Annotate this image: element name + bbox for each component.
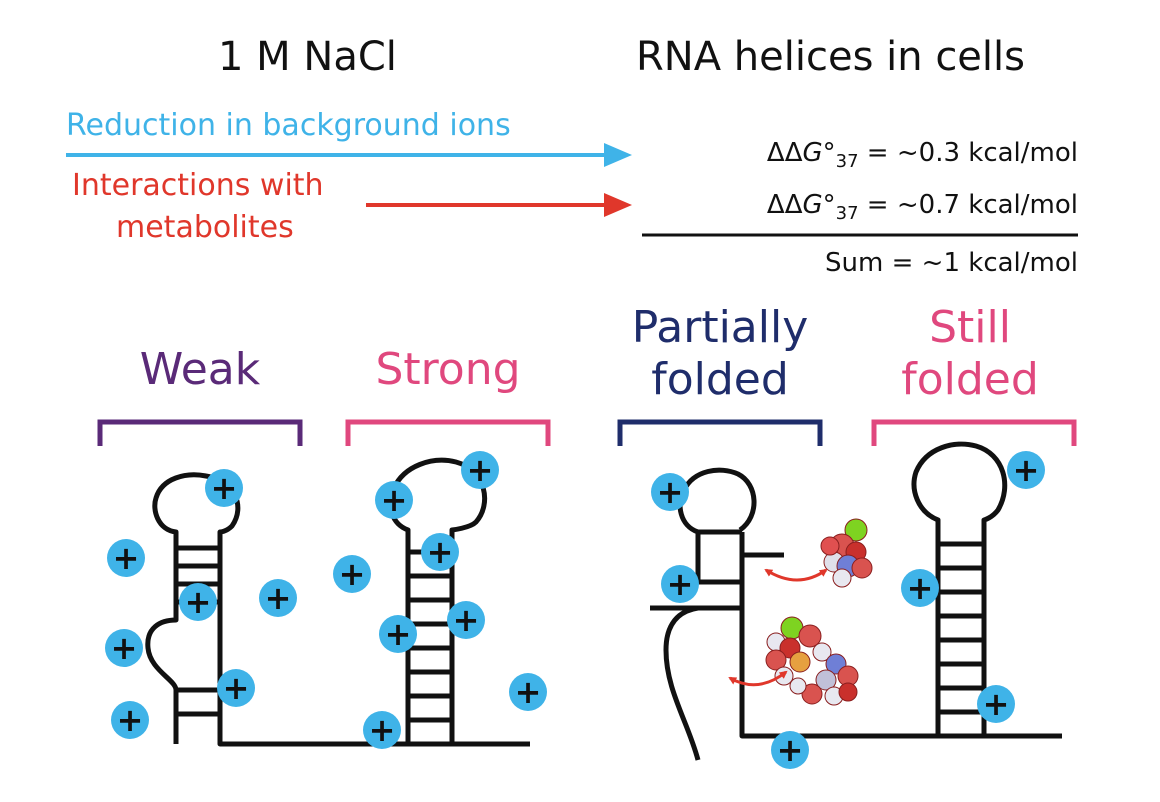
metabolite-molecule-2 bbox=[765, 616, 859, 706]
svg-text:+: + bbox=[657, 473, 684, 511]
eq2-degree: ° bbox=[822, 190, 836, 220]
label-reduction-ions: Reduction in background ions bbox=[66, 108, 511, 143]
svg-text:+: + bbox=[907, 569, 934, 607]
label-interactions-metabolites-line2: metabolites bbox=[116, 210, 294, 245]
svg-text:+: + bbox=[1013, 451, 1040, 489]
eq1-value: = ~0.3 kcal/mol bbox=[858, 138, 1078, 168]
title-rna-helices-in-cells: RNA helices in cells bbox=[636, 34, 1025, 80]
cation-icon: + bbox=[205, 469, 243, 507]
cation-icon: + bbox=[111, 701, 149, 739]
svg-text:+: + bbox=[117, 701, 144, 739]
bracket-weak bbox=[97, 419, 303, 446]
cation-icon: + bbox=[661, 565, 699, 603]
eq2-value: = ~0.7 kcal/mol bbox=[858, 190, 1078, 220]
cation-icon: + bbox=[977, 685, 1015, 723]
bracket-still-folded bbox=[871, 419, 1077, 446]
eq1-degree: ° bbox=[822, 138, 836, 168]
partial-line1: Partially bbox=[631, 302, 809, 353]
cation-icon: + bbox=[179, 583, 217, 621]
svg-text:+: + bbox=[453, 601, 480, 639]
cation-icon: + bbox=[1007, 451, 1045, 489]
cation-icon: + bbox=[651, 473, 689, 511]
svg-text:+: + bbox=[185, 583, 212, 621]
cation-icon: + bbox=[421, 533, 459, 571]
svg-text:+: + bbox=[111, 629, 138, 667]
cation-icon: + bbox=[259, 579, 297, 617]
still-line1: Still bbox=[929, 302, 1011, 353]
cation-icon: + bbox=[363, 711, 401, 749]
svg-text:+: + bbox=[265, 579, 292, 617]
cation-icon: + bbox=[107, 539, 145, 577]
equation-sum: Sum = ~1 kcal/mol bbox=[825, 248, 1078, 278]
cation-icon: + bbox=[901, 569, 939, 607]
svg-text:+: + bbox=[211, 469, 238, 507]
svg-text:+: + bbox=[113, 539, 140, 577]
svg-text:+: + bbox=[369, 711, 396, 749]
svg-text:+: + bbox=[515, 673, 542, 711]
svg-text:+: + bbox=[339, 555, 366, 593]
cation-icon: + bbox=[333, 555, 371, 593]
still-line2: folded bbox=[901, 354, 1039, 405]
arrow-metabolites bbox=[366, 193, 632, 217]
cation-icon: + bbox=[379, 615, 417, 653]
rna-hairpin-cells bbox=[650, 441, 1062, 761]
cation-icon: + bbox=[461, 451, 499, 489]
cation-icon: + bbox=[375, 481, 413, 519]
eq2-prefix: ΔΔ bbox=[766, 190, 803, 220]
svg-text:+: + bbox=[777, 731, 804, 769]
category-strong: Strong bbox=[375, 344, 521, 395]
category-partially-folded: Partially folded bbox=[600, 302, 840, 406]
svg-text:+: + bbox=[667, 565, 694, 603]
svg-text:+: + bbox=[385, 615, 412, 653]
svg-text:+: + bbox=[467, 451, 494, 489]
eq1-prefix: ΔΔ bbox=[766, 138, 803, 168]
cation-icon: + bbox=[509, 673, 547, 711]
category-weak: Weak bbox=[139, 344, 261, 395]
partial-line2: folded bbox=[651, 354, 789, 405]
cation-icon: + bbox=[105, 629, 143, 667]
bracket-strong bbox=[345, 419, 551, 446]
label-interactions-metabolites-line1: Interactions with bbox=[72, 168, 324, 203]
equation-metabolites: ΔΔG°37 = ~0.7 kcal/mol bbox=[767, 190, 1078, 224]
eq1-g: G bbox=[802, 138, 823, 168]
eq2-g: G bbox=[802, 190, 823, 220]
metabolite-molecule-1 bbox=[820, 518, 873, 588]
title-1m-nacl: 1 M NaCl bbox=[218, 34, 397, 80]
eq2-sub: 37 bbox=[835, 203, 859, 225]
interaction-arrow-2 bbox=[728, 670, 788, 687]
svg-text:+: + bbox=[381, 481, 408, 519]
arrow-reduction-ions bbox=[66, 143, 632, 167]
equation-ions: ΔΔG°37 = ~0.3 kcal/mol bbox=[767, 138, 1078, 172]
cation-icon: + bbox=[447, 601, 485, 639]
cation-icon: + bbox=[771, 731, 809, 769]
ion-group: + + + + + + + + + + + + + + + + + + + + + bbox=[105, 451, 1045, 769]
category-still-folded: Still folded bbox=[860, 302, 1080, 406]
bracket-partially-folded bbox=[617, 419, 823, 446]
cation-icon: + bbox=[217, 669, 255, 707]
interaction-arrow-1 bbox=[764, 568, 828, 582]
eq1-sub: 37 bbox=[835, 151, 859, 173]
svg-text:+: + bbox=[983, 685, 1010, 723]
svg-text:+: + bbox=[427, 533, 454, 571]
svg-text:+: + bbox=[223, 669, 250, 707]
